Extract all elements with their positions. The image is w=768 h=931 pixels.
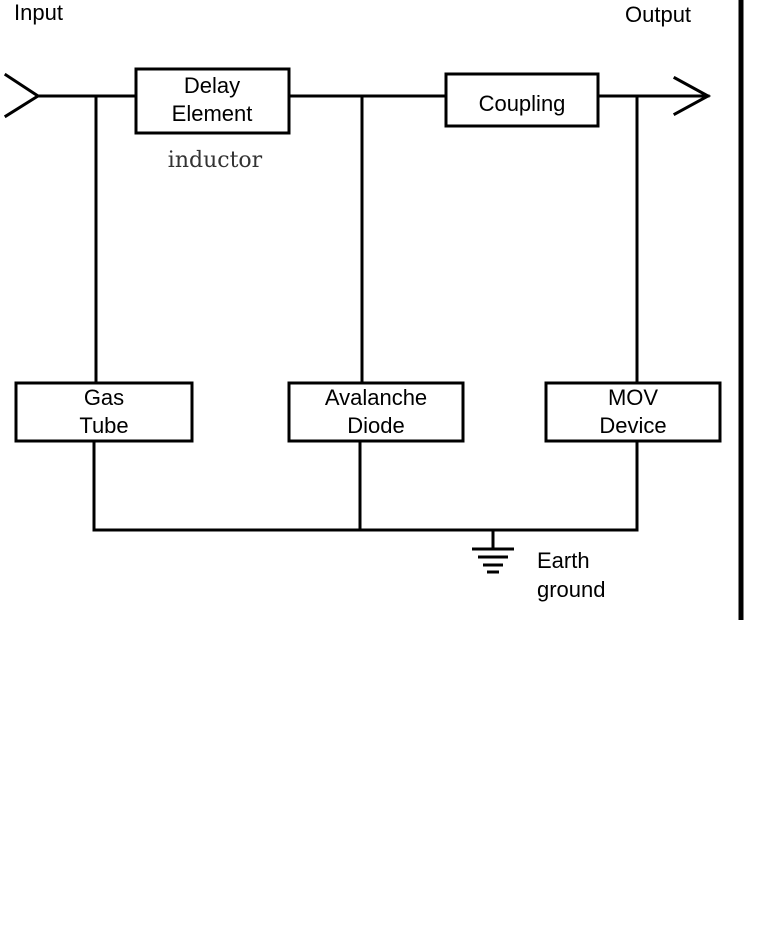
inductor-label: inductor — [168, 148, 263, 173]
avalanche-diode-line2: Diode — [347, 413, 404, 438]
mov-device-block: MOV Device — [544, 381, 722, 443]
earth-ground-line1: Earth — [537, 548, 590, 573]
mov-device-line2: Device — [599, 413, 666, 438]
input-label: Input — [14, 0, 63, 25]
coupling-block: Coupling — [444, 72, 600, 128]
coupling-label: Coupling — [479, 91, 566, 116]
mov-device-line1: MOV — [608, 385, 658, 410]
gas-tube-line1: Gas — [84, 385, 124, 410]
gas-tube-line2: Tube — [79, 413, 128, 438]
input-arrow — [3, 72, 41, 119]
output-label: Output — [625, 2, 691, 27]
delay-element-block: Delay Element — [134, 67, 291, 135]
delay-element-line2: Element — [172, 101, 253, 126]
avalanche-diode-block: Avalanche Diode — [287, 381, 465, 443]
gas-tube-block: Gas Tube — [14, 381, 194, 443]
earth-ground-icon — [472, 547, 514, 574]
delay-element-line1: Delay — [184, 73, 240, 98]
avalanche-diode-line1: Avalanche — [325, 385, 427, 410]
earth-ground-line2: ground — [537, 577, 606, 602]
